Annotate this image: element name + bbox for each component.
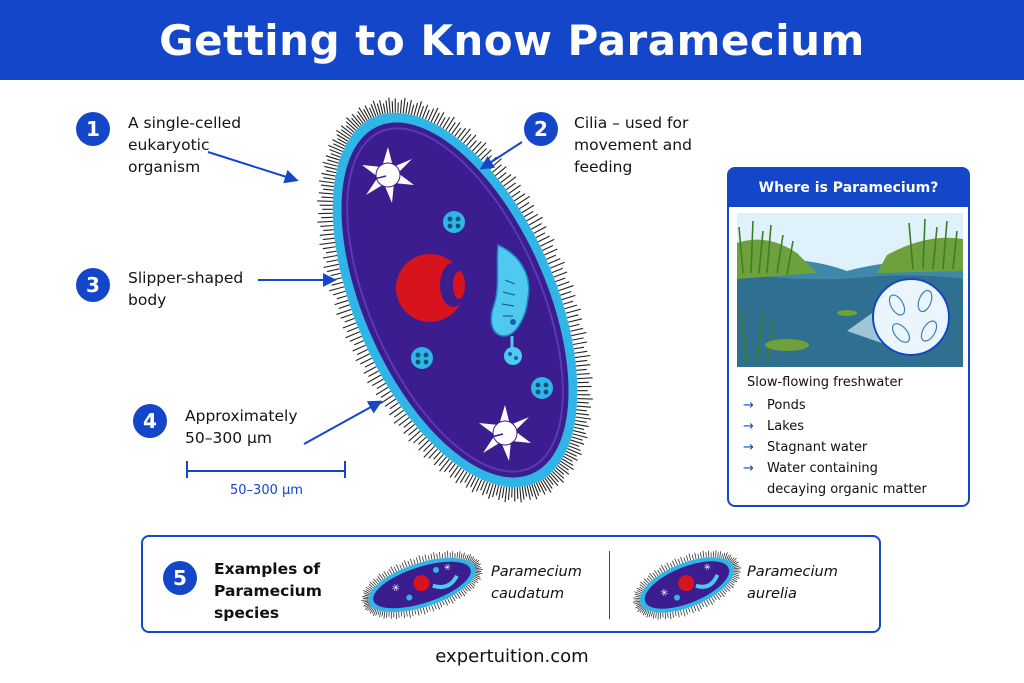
callout-5-badge: 5: [163, 561, 197, 595]
list-item: →Stagnant water: [743, 437, 927, 458]
callout-1-badge: 1: [76, 112, 110, 146]
footer-website: expertuition.com: [435, 646, 589, 667]
callout-4-label: Approximately 50–300 µm: [185, 407, 298, 447]
examples-title: Examples of Paramecium species: [214, 560, 322, 622]
pond-illustration: [737, 213, 963, 367]
arrow-callout-1: [207, 151, 299, 184]
cilia-fringe: [317, 97, 593, 503]
species-name-aurelia: Paramecium aurelia: [747, 564, 838, 602]
arrow-icon: →: [743, 461, 754, 476]
callout-3-badge: 3: [76, 268, 110, 302]
title-banner: Getting to Know Paramecium: [0, 0, 1024, 80]
arrow-icon: →: [743, 398, 754, 413]
callout-2-badge: 2: [524, 112, 558, 146]
arrow-callout-2: [479, 141, 523, 170]
oral-groove: [490, 243, 530, 337]
list-item: →Water containing: [743, 458, 927, 479]
arrow-icon: →: [743, 440, 754, 455]
habitat-subtitle: Slow-flowing freshwater: [747, 375, 903, 390]
svg-text:✳: ✳: [390, 582, 401, 595]
species-divider: [609, 551, 610, 619]
species-examples-box: 5 Examples of Paramecium species ✳ ✳ Par…: [141, 535, 881, 633]
macronucleus: [396, 254, 466, 322]
caudatum-illustration: ✳ ✳: [361, 550, 483, 620]
svg-text:✳: ✳: [659, 587, 671, 600]
scale-bar: [186, 461, 346, 478]
list-item-continuation: decaying organic matter: [767, 482, 927, 497]
habitat-list: →Ponds →Lakes →Stagnant water →Water con…: [743, 395, 927, 500]
page-title: Getting to Know Paramecium: [159, 15, 865, 65]
scale-bar-label: 50–300 µm: [230, 483, 303, 498]
contractile-vacuole-top: [362, 147, 414, 203]
contractile-vacuole-bottom: [479, 405, 531, 461]
habitat-panel-heading: Where is Paramecium?: [729, 169, 968, 207]
svg-text:✳: ✳: [443, 562, 454, 574]
svg-text:✳: ✳: [703, 562, 714, 574]
habitat-panel: Where is Paramecium? Slow-flowing fr: [727, 167, 970, 507]
callout-2-label: Cilia – used for movement and feeding: [574, 114, 692, 176]
list-item: →Ponds: [743, 395, 927, 416]
species-name-caudatum: Paramecium caudatum: [491, 564, 582, 602]
callout-4-badge: 4: [133, 404, 167, 438]
food-vacuoles: [411, 211, 553, 399]
callout-1-label: A single-celled eukaryotic organism: [128, 114, 242, 176]
callout-3-label: Slipper-shaped body: [128, 269, 244, 309]
aurelia-illustration: ✳ ✳: [632, 550, 742, 620]
arrow-icon: →: [743, 419, 754, 434]
list-item: →Lakes: [743, 416, 927, 437]
arrow-callout-4: [303, 400, 383, 445]
